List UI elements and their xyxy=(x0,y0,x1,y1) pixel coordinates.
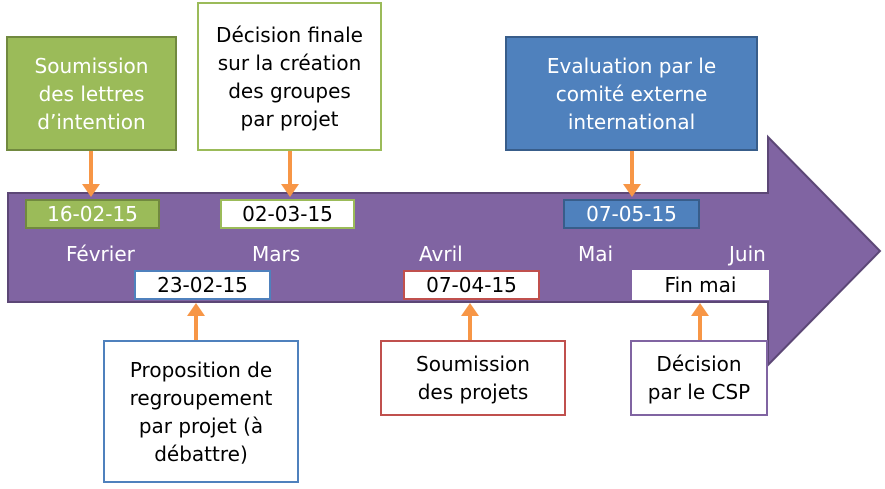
date-fin-mai: Fin mai xyxy=(632,270,769,300)
connector-proposition-regroupement xyxy=(187,303,205,340)
month-mars: Mars xyxy=(252,242,301,266)
event-decision-finale: Décision finale sur la création des grou… xyxy=(197,2,382,151)
connector-decision-csp xyxy=(691,303,709,340)
month-mai: Mai xyxy=(578,242,614,266)
event-evaluation-comite: Evaluation par le comité externe interna… xyxy=(505,36,758,151)
timeline-arrow xyxy=(7,134,882,368)
connector-decision-finale xyxy=(281,151,299,197)
date-07-05-15: 07-05-15 xyxy=(563,199,700,229)
month-avril: Avril xyxy=(419,242,463,266)
event-soumission-projets: Soumission des projets xyxy=(380,340,566,416)
event-proposition-regroupement: Proposition de regroupement par projet (… xyxy=(103,340,299,483)
connector-soumission-projets xyxy=(461,303,479,340)
date-16-02-15: 16-02-15 xyxy=(25,199,160,229)
connector-soumission-lettres xyxy=(82,151,100,197)
event-soumission-lettres: Soumission des lettres d’intention xyxy=(6,36,177,151)
month-juin: Juin xyxy=(729,242,766,266)
event-decision-csp: Décision par le CSP xyxy=(630,340,768,416)
date-02-03-15: 02-03-15 xyxy=(220,199,355,229)
connector-evaluation-comite xyxy=(623,151,641,197)
month-fevrier: Février xyxy=(66,242,135,266)
date-23-02-15: 23-02-15 xyxy=(134,270,271,300)
date-07-04-15: 07-04-15 xyxy=(403,270,540,300)
